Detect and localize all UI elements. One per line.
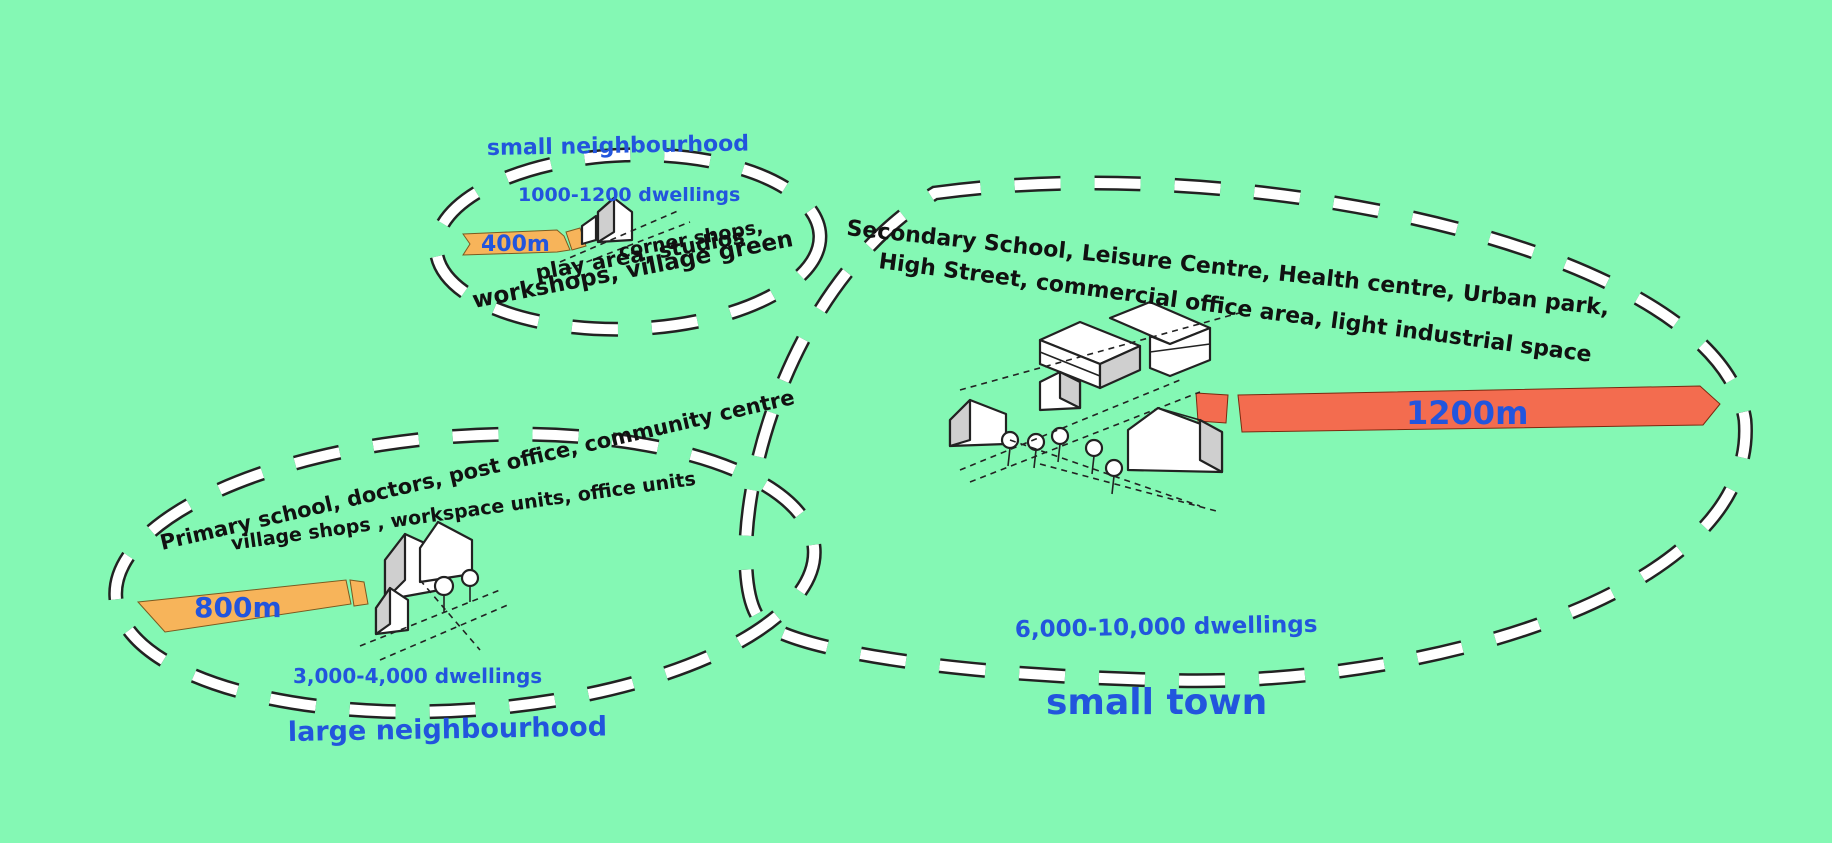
small-neighbourhood-dwellings: 1000-1200 dwellings bbox=[518, 184, 740, 206]
small-town-ring bbox=[738, 175, 1753, 689]
radius-400m-arrow: 400m bbox=[462, 227, 587, 257]
small-town-dwellings: 6,000-10,000 dwellings bbox=[1015, 612, 1318, 643]
small-neighbourhood-title: small neighbourhood bbox=[487, 131, 750, 161]
small-town-title: small town bbox=[1046, 682, 1267, 723]
small-neighbourhood-ring bbox=[428, 147, 828, 337]
large-neighbourhood-ring bbox=[108, 426, 822, 720]
large-neighbourhood-title: large neighbourhood bbox=[288, 711, 608, 748]
radius-800m-arrow: 800m bbox=[136, 579, 369, 633]
large-neighbourhood-dwellings: 3,000-4,000 dwellings bbox=[293, 664, 542, 688]
radius-800m-label: 800m bbox=[194, 591, 282, 624]
houses-sketch-icon bbox=[359, 520, 511, 661]
radius-400m-label: 400m bbox=[481, 232, 550, 257]
town-buildings-sketch-icon bbox=[948, 300, 1251, 513]
house-sketch-icon bbox=[559, 196, 691, 271]
radius-1200m-label: 1200m bbox=[1406, 394, 1528, 432]
radius-1200m-arrow: 1200m bbox=[1195, 385, 1721, 433]
